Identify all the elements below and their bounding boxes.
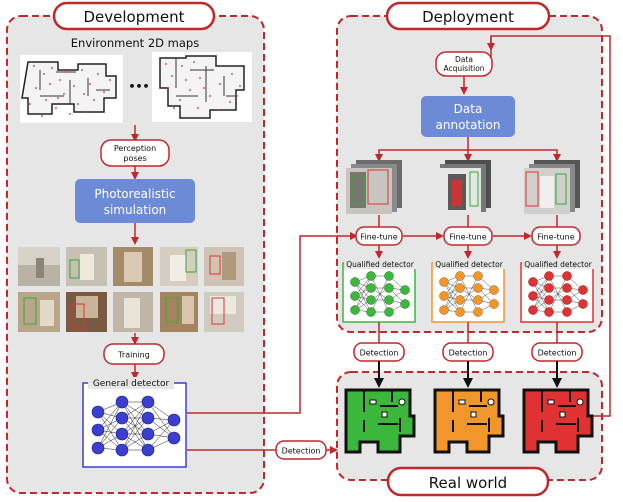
simulation-line2: simulation (104, 203, 167, 217)
floor-plan-red (522, 388, 594, 454)
detection-label-2: Detection (442, 342, 494, 362)
detection-label-3: Detection (531, 342, 583, 362)
real-images-3 (524, 160, 580, 214)
qualified-detector-label-orange: Qualified detector (435, 260, 503, 269)
detection-text-1: Detection (360, 349, 399, 358)
simulation-box: Photorealistic simulation (75, 179, 195, 223)
fine-tune-text-1: Fine-tune (360, 233, 397, 242)
detection-label-1: Detection (353, 342, 405, 362)
real-world-title: Real world (386, 466, 550, 497)
perception-poses-label: Perception poses (100, 139, 170, 167)
data-annotation-box: Data annotation (421, 96, 515, 137)
real-images-1 (346, 160, 402, 214)
general-detector: General detector (82, 377, 187, 468)
environment-map-2 (152, 52, 252, 122)
development-title-text: Development (84, 8, 185, 26)
qualified-detector-label-red: Qualified detector (524, 260, 592, 269)
fine-tune-text-3: Fine-tune (537, 233, 574, 242)
maps-ellipsis: ••• (128, 80, 149, 93)
bottom-detection-label: Detection (275, 440, 327, 460)
training-label: Training (103, 343, 165, 365)
real-world-title-text: Real world (429, 474, 507, 492)
general-detector-label: General detector (93, 379, 170, 389)
bottom-detection-text: Detection (282, 447, 321, 456)
qualified-detector-green: Qualified detector (342, 259, 416, 323)
detection-text-2: Detection (449, 349, 488, 358)
fine-tune-label-3: Fine-tune (531, 226, 581, 246)
deployment-title-text: Deployment (422, 8, 514, 26)
data-acquisition-line2: Acquisition (443, 64, 484, 73)
environment-map-1 (20, 55, 123, 123)
development-title: Development (52, 1, 216, 31)
data-annotation-line1: Data (454, 102, 483, 116)
simulation-line1: Photorealistic (94, 187, 175, 201)
qualified-detector-label-green: Qualified detector (346, 260, 414, 269)
qualified-detector-red: Qualified detector (520, 259, 594, 323)
perception-poses-line1: Perception (114, 144, 156, 153)
fine-tune-label-1: Fine-tune (355, 226, 403, 246)
data-acquisition-line1: Data (455, 55, 473, 64)
perception-poses-line2: poses (123, 154, 146, 163)
deployment-title: Deployment (385, 1, 551, 31)
detection-text-3: Detection (538, 349, 577, 358)
floor-plan-orange (433, 388, 505, 454)
maps-label: Environment 2D maps (71, 36, 199, 50)
training-text: Training (117, 351, 150, 360)
fine-tune-label-2: Fine-tune (443, 226, 493, 246)
floor-plan-green (344, 388, 416, 454)
data-acquisition-label: Data Acquisition (435, 51, 493, 77)
real-images-2 (435, 160, 491, 214)
data-annotation-line2: annotation (436, 118, 501, 132)
fine-tune-text-2: Fine-tune (449, 233, 486, 242)
qualified-detector-orange: Qualified detector (431, 259, 505, 323)
synthetic-images-grid (18, 247, 244, 332)
